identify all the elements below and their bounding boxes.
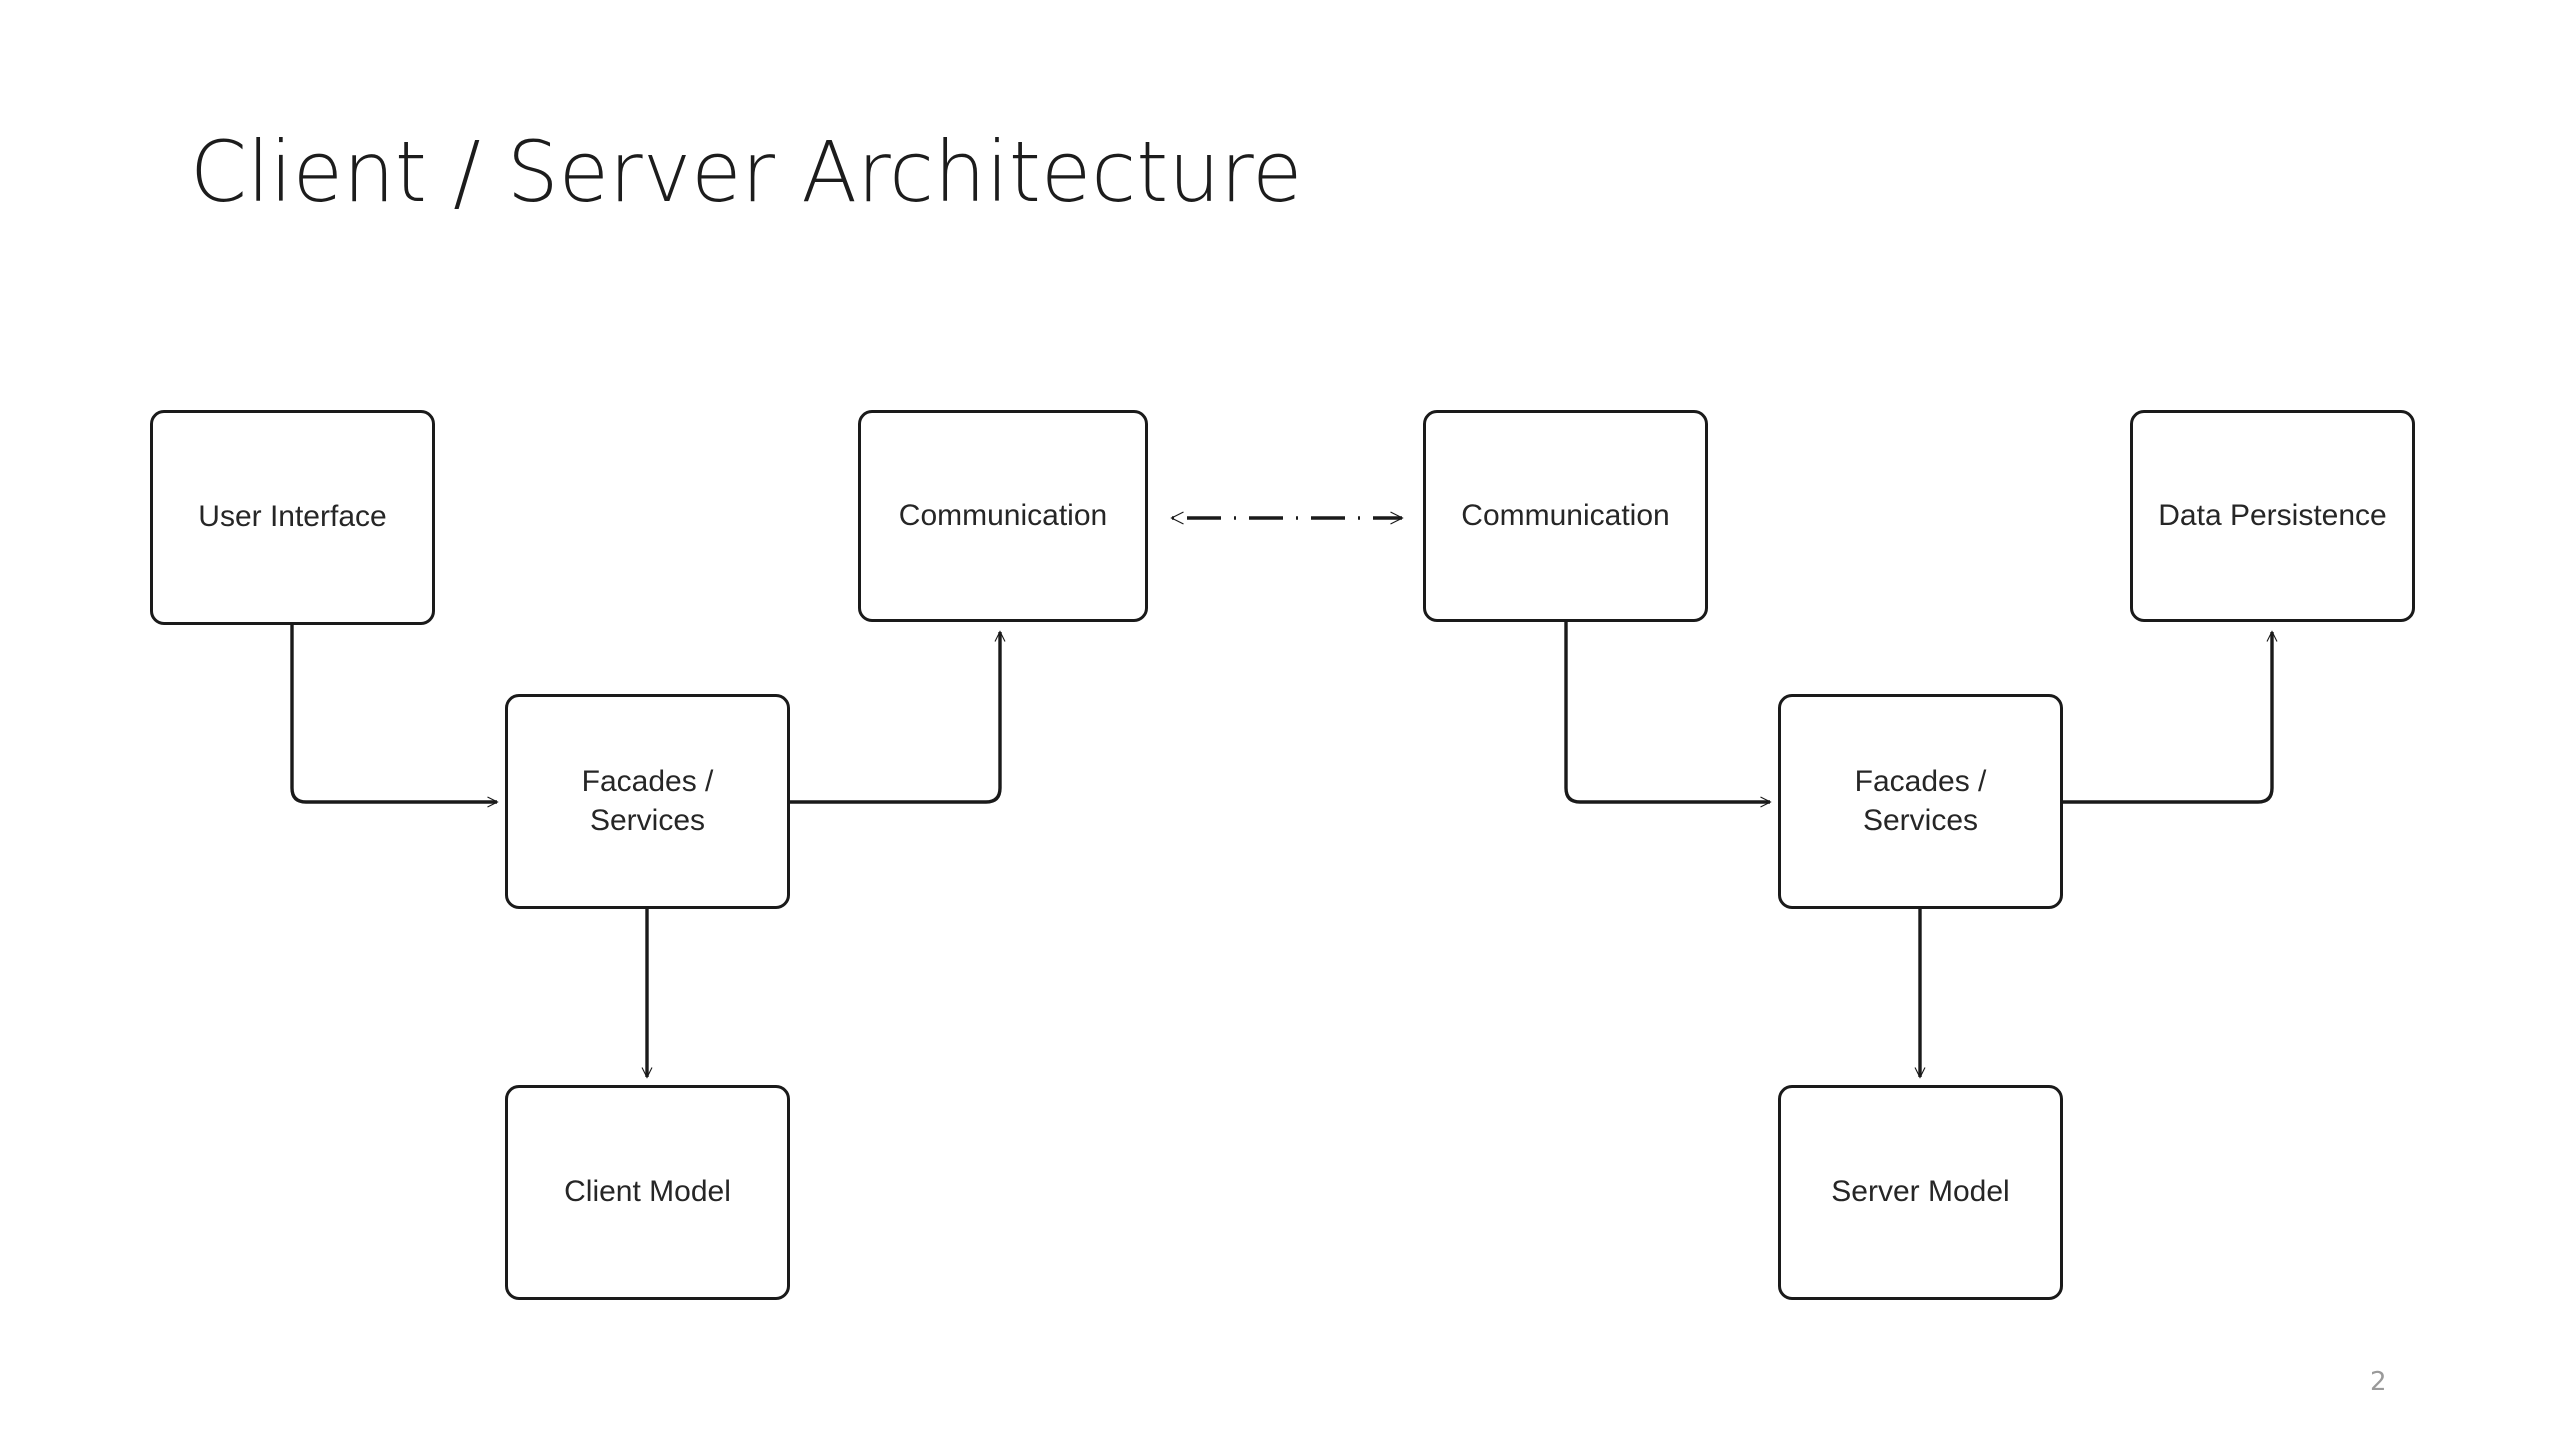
node-server-facades-services[interactable]: Facades / Services xyxy=(1778,694,2063,909)
node-server-model[interactable]: Server Model xyxy=(1778,1085,2063,1300)
node-label-client-model: Client Model xyxy=(564,1175,731,1209)
node-client-communication[interactable]: Communication xyxy=(858,410,1148,622)
node-user-interface[interactable]: User Interface xyxy=(150,410,435,625)
edge-ui-to-client-facades xyxy=(290,625,497,802)
node-data-persistence[interactable]: Data Persistence xyxy=(2130,410,2415,622)
node-label-client-communication: Communication xyxy=(898,498,1108,532)
node-label-server-communication: Communication xyxy=(1461,498,1670,532)
node-label-data-persistence: Data Persistence xyxy=(2158,498,2387,532)
edge-server-facades-to-persistence xyxy=(2063,632,2272,804)
node-label-server-facades-services: Facades / Services xyxy=(1854,765,1987,837)
node-server-communication[interactable]: Communication xyxy=(1423,410,1708,622)
node-client-model[interactable]: Client Model xyxy=(505,1085,790,1300)
edge-client-facades-to-communication xyxy=(790,632,1000,804)
edge-server-communication-to-facades xyxy=(1564,622,1770,802)
node-client-facades-services[interactable]: Facades / Services xyxy=(505,694,790,909)
node-label-server-model: Server Model xyxy=(1831,1175,2010,1209)
page-title: Client / Server Architecture xyxy=(190,123,1303,221)
node-label-user-interface: User Interface xyxy=(198,500,387,534)
node-label-client-facades-services: Facades / Services xyxy=(581,765,714,837)
page-number: 2 xyxy=(2370,1367,2387,1397)
